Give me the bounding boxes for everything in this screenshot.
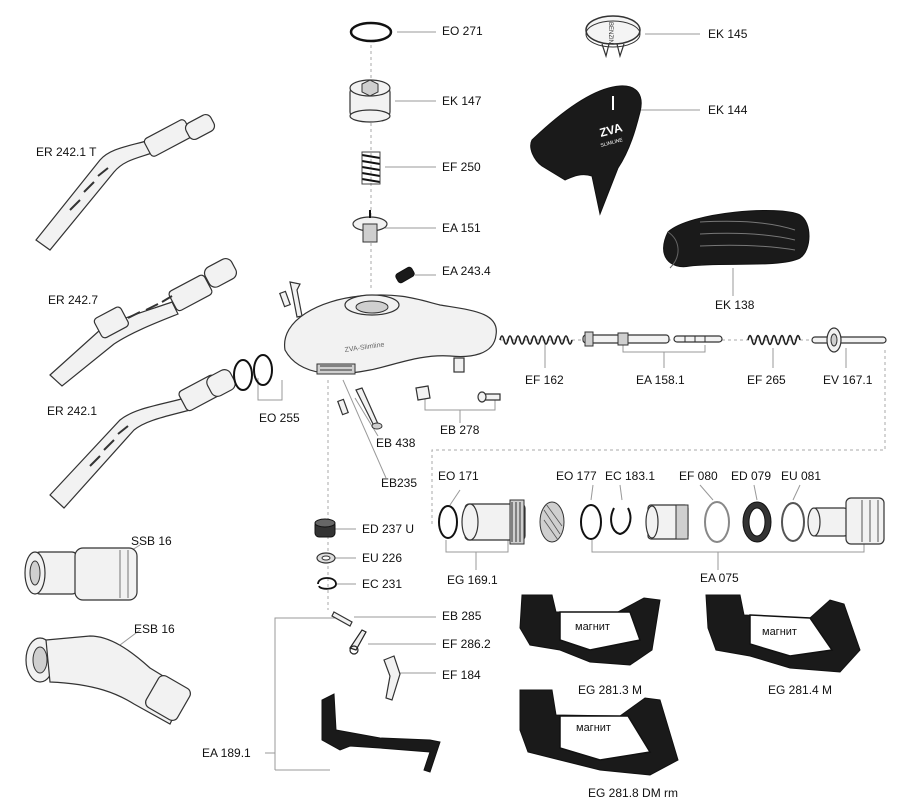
spring-ef250 xyxy=(361,151,381,185)
magnet-label-eg2813m: магнит xyxy=(573,621,612,634)
label-ek145: EK 145 xyxy=(708,27,748,41)
label-eo171: EO 171 xyxy=(438,469,479,483)
magnet-label-eg2818dmrm: магнит xyxy=(574,722,613,735)
washer-eu226 xyxy=(316,552,336,564)
label-ek138: EK 138 xyxy=(715,298,755,312)
label-ev1671: EV 167.1 xyxy=(823,373,873,387)
label-eu081: EU 081 xyxy=(781,469,822,483)
valve-ea151 xyxy=(352,210,388,243)
cover-sub: SLIMLINE xyxy=(600,137,624,149)
magnet-label-eg2814m: магнит xyxy=(760,626,799,639)
pins-eb-small xyxy=(279,281,303,318)
cap-text: BENZIN xyxy=(607,22,613,44)
label-ef2862: EF 286.2 xyxy=(442,637,491,651)
valve-ev1671 xyxy=(811,327,887,353)
latch-ef184 xyxy=(383,655,401,701)
label-ea2434: EA 243.4 xyxy=(442,264,491,278)
spout-er2421 xyxy=(49,369,236,509)
seal-ed079 xyxy=(742,501,772,543)
screw-eb438 xyxy=(337,387,383,430)
spring-ef2862 xyxy=(349,629,367,655)
cover-brand: ZVA xyxy=(598,120,624,140)
spout-er2421t xyxy=(35,113,216,251)
o-ring-eo177 xyxy=(580,504,602,540)
label-ea151: EA 151 xyxy=(442,221,481,235)
label-er2427: ER 242.7 xyxy=(48,293,99,307)
label-ed237u: ED 237 U xyxy=(362,522,415,536)
spring-ef162 xyxy=(499,335,573,345)
seal-ed237u xyxy=(314,518,336,538)
label-eo271: EO 271 xyxy=(442,24,483,38)
label-ef184: EF 184 xyxy=(442,668,481,682)
nozzle-body: ZVA-Slimline xyxy=(284,294,497,375)
label-ec1831: EC 183.1 xyxy=(605,469,656,483)
label-er2421: ER 242.1 xyxy=(47,404,98,418)
label-eb438: EB 438 xyxy=(376,436,416,450)
leader-lines xyxy=(119,31,865,771)
label-ec231: EC 231 xyxy=(362,577,403,591)
label-eb285: EB 285 xyxy=(442,609,482,623)
label-ea1891: EA 189.1 xyxy=(202,746,251,760)
label-ef265: EF 265 xyxy=(747,373,786,387)
label-esb16: ESB 16 xyxy=(134,622,175,636)
nut-ef080 xyxy=(645,504,689,540)
label-eb278: EB 278 xyxy=(440,423,480,437)
pin-eb285 xyxy=(331,611,353,627)
screw-ea2434 xyxy=(395,266,415,284)
o-rings-eo255 xyxy=(233,354,273,391)
label-ssb16: SSB 16 xyxy=(131,534,172,548)
filter-mesh xyxy=(539,501,565,543)
end-fitting xyxy=(807,497,885,545)
sleeve-eg1691 xyxy=(461,499,526,545)
label-eu226: EU 226 xyxy=(362,551,403,565)
lever-ea1891 xyxy=(321,693,441,773)
ring-ea075 xyxy=(704,501,730,543)
stems-ea1581 xyxy=(582,331,723,347)
spring-ef265 xyxy=(747,334,801,346)
label-ek147: EK 147 xyxy=(442,94,482,108)
label-eg2813m: EG 281.3 M xyxy=(578,683,643,697)
label-eg2818dmrm: EG 281.8 DM rm xyxy=(588,786,679,800)
label-eb235: EB235 xyxy=(381,476,418,490)
label-eo255: EO 255 xyxy=(259,411,300,425)
label-eg2814m: EG 281.4 M xyxy=(768,683,833,697)
cap-ek145: BENZIN xyxy=(585,15,641,59)
clip-ec1831 xyxy=(610,507,632,536)
washer-eu081 xyxy=(781,502,805,542)
label-ef080: EF 080 xyxy=(679,469,718,483)
coupling-ssb16 xyxy=(24,547,138,601)
cover-ek144: ZVA SLIMLINE xyxy=(530,85,642,216)
label-ek144: EK 144 xyxy=(708,103,748,117)
label-ea075: EA 075 xyxy=(700,571,739,585)
label-ef250: EF 250 xyxy=(442,160,481,174)
coupling-esb16 xyxy=(25,635,191,725)
label-eo177: EO 177 xyxy=(556,469,597,483)
grip-ek138 xyxy=(663,210,810,269)
label-er2421t: ER 242.1 T xyxy=(36,145,97,159)
parts-eb278 xyxy=(415,385,501,403)
o-ring-eo271 xyxy=(349,21,393,43)
label-ea1581: EA 158.1 xyxy=(636,373,685,387)
clip-ec231 xyxy=(317,577,337,590)
cap-knob-ek147 xyxy=(349,79,391,123)
label-eg1691: EG 169.1 xyxy=(447,573,498,587)
label-ef162: EF 162 xyxy=(525,373,564,387)
o-ring-eo171 xyxy=(438,505,458,539)
label-ed079: ED 079 xyxy=(731,469,772,483)
spout-er2427 xyxy=(49,257,238,387)
